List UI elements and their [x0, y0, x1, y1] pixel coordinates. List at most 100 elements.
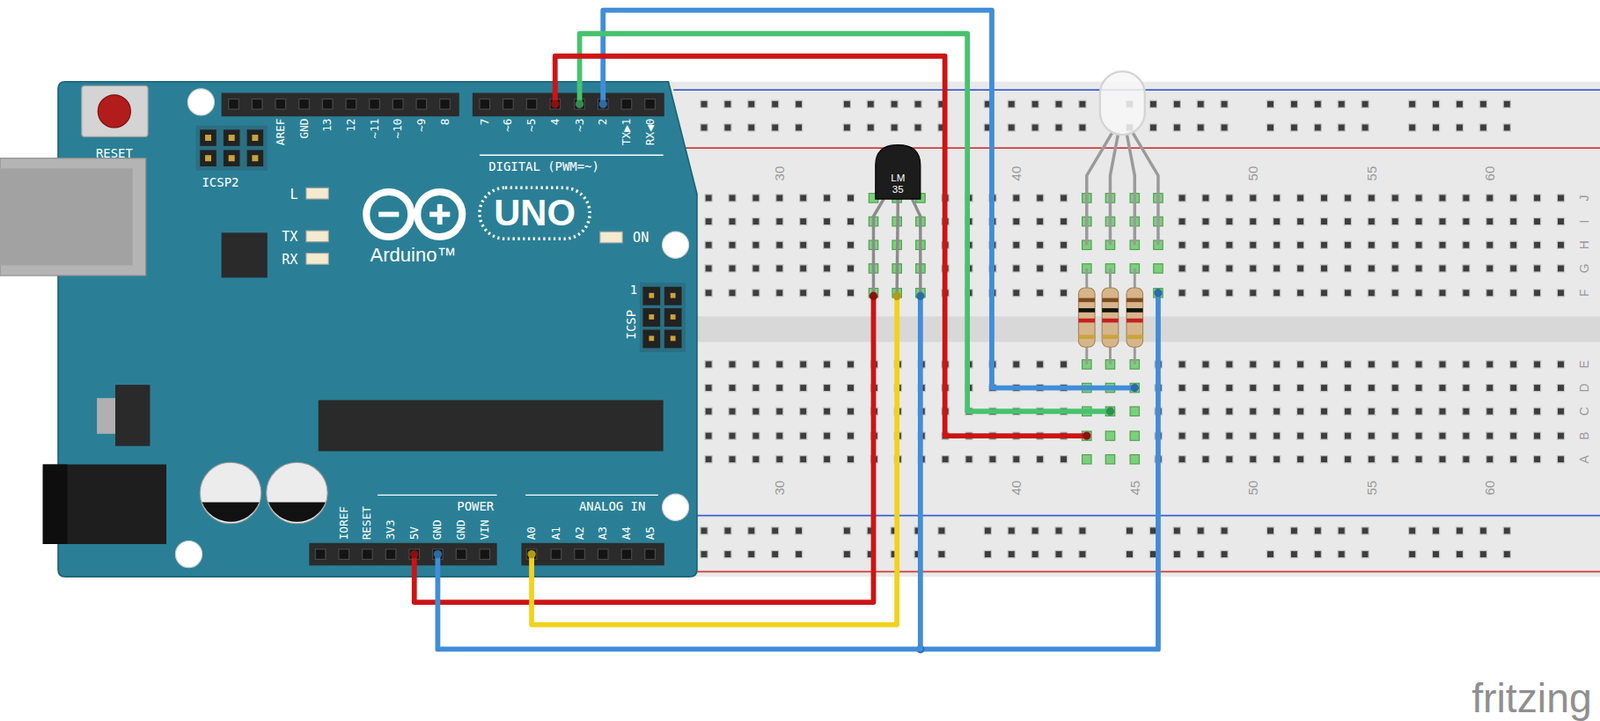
ground-wire: [437, 295, 920, 649]
breadboard-hole: [800, 218, 808, 226]
breadboard-hole: [1415, 455, 1423, 463]
breadboard-hole: [1060, 360, 1068, 368]
breadboard-hole: [983, 527, 991, 535]
breadboard-hole: [1510, 241, 1518, 249]
board-label: ~3: [573, 117, 586, 132]
icsp2-header: [223, 129, 241, 147]
breadboard-hole: [1249, 218, 1257, 226]
header-pin: [621, 549, 632, 560]
breadboard-hole: [771, 100, 779, 108]
breadboard-hole: [1012, 194, 1021, 202]
breadboard-hole: [1556, 194, 1564, 202]
breadboard-hole: [1202, 360, 1210, 368]
breadboard-hole: [800, 289, 808, 297]
breadboard-hole: [846, 384, 854, 392]
icsp-header: [642, 308, 661, 327]
rgb-led: [1126, 132, 1135, 246]
sensor-body: [875, 145, 921, 199]
icsp-header: [639, 282, 686, 353]
header-pin: [228, 98, 656, 559]
breadboard-label: 60: [1482, 166, 1497, 182]
breadboard-hole: [1178, 407, 1186, 415]
breadboard-hole: [1503, 100, 1511, 108]
breadboard-hole: [1202, 264, 1210, 272]
header-pin: [574, 98, 586, 110]
breadboard-hole: [1154, 289, 1162, 297]
breadboard-hole: [1556, 218, 1564, 226]
breadboard-hole: [1297, 218, 1305, 226]
breadboard-hole: [1290, 527, 1298, 535]
board-label: 12: [344, 117, 357, 132]
breadboard-hole: [1367, 194, 1375, 202]
breadboard-hole: [1036, 194, 1044, 202]
breadboard-hole: [1462, 289, 1470, 297]
connected-hole: [1105, 406, 1115, 416]
breadboard-hole: [1337, 550, 1345, 558]
breadboard-hole: [1149, 100, 1157, 108]
breadboard-hole: [1078, 124, 1087, 132]
board-label: A4: [621, 526, 633, 540]
header-pin: [416, 98, 427, 110]
breadboard-hole: [1273, 289, 1281, 297]
breadboard-hole: [681, 100, 1564, 558]
jumper-wire: [920, 293, 1159, 650]
pin-header: [308, 543, 497, 566]
board-label: POWER: [456, 499, 494, 513]
breadboard-hole: [1361, 124, 1369, 132]
breadboard-hole: [1462, 384, 1470, 392]
arduino-logo: [366, 191, 412, 237]
breadboard-hole: [1556, 455, 1564, 463]
breadboard-hole: [1343, 218, 1351, 226]
breadboard-hole: [1462, 455, 1470, 463]
voltage-regulator: [96, 397, 118, 434]
power-jack: [43, 464, 68, 544]
connected-hole: [1105, 431, 1115, 441]
breadboard-hole: [1320, 432, 1328, 440]
breadboard-hole: [1078, 550, 1087, 558]
breadboard-hole: [1290, 100, 1298, 108]
breadboard-hole: [1273, 241, 1281, 249]
breadboard-hole: [1012, 289, 1021, 297]
breadboard-hole: [1036, 241, 1044, 249]
header-pin: [369, 98, 381, 110]
breadboard-hole: [1031, 527, 1039, 535]
breadboard-hole: [1220, 527, 1228, 535]
breadboard-hole: [771, 550, 779, 558]
arduino-pcb: [175, 541, 202, 568]
breadboard-hole: [965, 455, 973, 463]
breadboard-hole: [1249, 241, 1257, 249]
breadboard-hole: [1486, 407, 1494, 415]
icsp-header: [670, 335, 676, 341]
board-label: 2: [597, 117, 610, 125]
breadboard-hole: [1273, 384, 1281, 392]
breadboard-hole: [1438, 241, 1446, 249]
breadboard-hole: [1438, 218, 1446, 226]
breadboard-hole: [823, 455, 831, 463]
breadboard-hole: [1196, 100, 1204, 108]
wire-end: [1153, 288, 1162, 297]
power-jack: [43, 464, 167, 544]
breadboard-hole: [776, 432, 784, 440]
header-pin: [550, 98, 561, 110]
board-label: 1: [630, 283, 638, 296]
breadboard-hole: [1178, 432, 1186, 440]
board-markings: [525, 494, 659, 496]
breadboard-hole: [1533, 360, 1542, 368]
header-pin: [315, 549, 326, 560]
breadboard-hole: [1297, 384, 1305, 392]
breadboard-hole: [1486, 218, 1494, 226]
connected-hole: [1153, 264, 1163, 273]
breadboard-body: [673, 146, 1600, 149]
breadboard-hole: [1556, 360, 1564, 368]
breadboard-hole: [1178, 218, 1186, 226]
breadboard-hole: [1320, 289, 1328, 297]
breadboard-hole: [1510, 455, 1518, 463]
icsp2-header: [199, 149, 217, 167]
breadboard-hole: [728, 432, 736, 440]
breadboard-hole: [846, 194, 854, 202]
breadboard-hole: [1343, 194, 1351, 202]
breadboard-hole: [1249, 264, 1257, 272]
board-label: A0: [526, 526, 538, 540]
connected-hole: [1130, 382, 1139, 392]
wire-end: [433, 550, 442, 558]
